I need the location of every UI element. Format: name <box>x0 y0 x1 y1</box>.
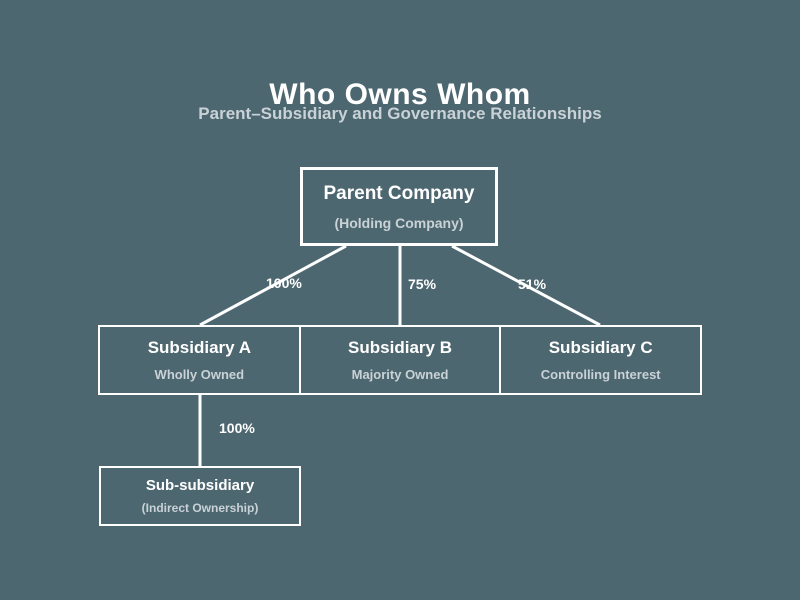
ownership-label-subsubsidiary: 100% <box>219 420 255 436</box>
ownership-label-subsidiary-a: 100% <box>266 275 302 291</box>
subsidiary-c-name: Subsidiary C <box>548 338 653 357</box>
sub-subsidiary-note: (Indirect Ownership) <box>141 501 259 515</box>
subsidiary-a-name: Subsidiary A <box>147 338 251 357</box>
subsidiary-a-note: Wholly Owned <box>154 367 245 382</box>
ownership-label-subsidiary-c: 51% <box>518 276 547 292</box>
page-title: Who Owns Whom <box>269 78 531 112</box>
subsidiary-b-note: Majority Owned <box>351 367 449 382</box>
parent-company-name: Parent Company <box>323 182 475 204</box>
node-parent-company: Parent Company (Holding Company) <box>300 167 498 246</box>
node-subsidiary-c: Subsidiary C Controlling Interest <box>499 327 700 393</box>
ownership-label-subsidiary-b: 75% <box>408 276 437 292</box>
subsidiary-c-note: Controlling Interest <box>540 367 661 382</box>
node-sub-subsidiary: Sub-subsidiary (Indirect Ownership) <box>99 466 301 526</box>
page-subtitle: Parent–Subsidiary and Governance Relatio… <box>198 104 602 123</box>
sub-subsidiary-name: Sub-subsidiary <box>145 477 255 494</box>
parent-company-note: (Holding Company) <box>334 214 464 231</box>
node-subsidiary-a: Subsidiary A Wholly Owned <box>100 327 299 393</box>
node-subsidiary-b: Subsidiary B Majority Owned <box>298 327 500 393</box>
subsidiary-b-name: Subsidiary B <box>348 338 452 357</box>
subsidiary-row: Subsidiary A Wholly Owned Subsidiary B M… <box>98 325 702 395</box>
